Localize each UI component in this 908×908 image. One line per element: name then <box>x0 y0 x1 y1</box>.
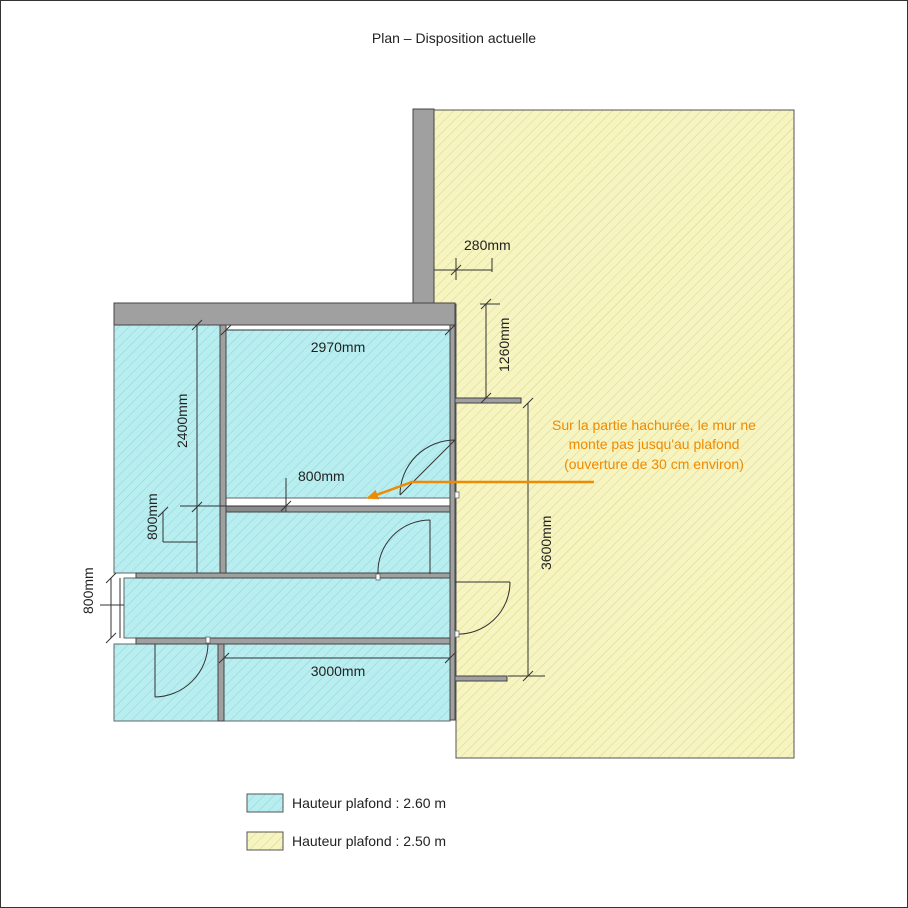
wall-stub-upper <box>454 397 522 404</box>
annotation-arrow <box>366 480 594 500</box>
walls <box>113 108 522 722</box>
dim-label-2970: 2970mm <box>311 339 365 355</box>
legend-swatch-260 <box>246 793 284 813</box>
annotation-line-3: (ouverture de 30 cm environ) <box>564 456 744 472</box>
wall-bottom-divider <box>217 643 225 722</box>
zone-ceiling-250 <box>433 109 795 759</box>
wall-vertical-upper <box>412 108 435 326</box>
dim-label-800-left: 800mm <box>144 493 160 540</box>
dim-label-3000: 3000mm <box>311 663 365 679</box>
wall-stub-lower <box>454 675 508 682</box>
legend-label-260: Hauteur plafond : 2.60 m <box>292 795 446 811</box>
dim-label-800-outer: 800mm <box>80 567 96 614</box>
dimension-lines <box>100 258 545 682</box>
wall-inner-vertical <box>219 324 227 576</box>
annotation-line-2: monte pas jusqu'au plafond <box>569 436 740 452</box>
dim-label-3600: 3600mm <box>538 516 554 570</box>
legend-swatch-250 <box>246 831 284 851</box>
room-bottom-right <box>223 643 451 722</box>
room-large <box>225 329 451 499</box>
door-corridor <box>454 581 511 635</box>
wall-corridor-top <box>135 572 451 579</box>
wall-top <box>113 302 456 326</box>
door-small-room <box>377 519 431 575</box>
door-markers <box>205 491 460 644</box>
dim-label-800-horizontal: 800mm <box>298 468 345 484</box>
legend: Hauteur plafond : 2.60 m Hauteur plafond… <box>246 793 446 851</box>
room-bottom-left <box>113 643 219 722</box>
legend-label-250: Hauteur plafond : 2.50 m <box>292 833 446 849</box>
partial-height-wall <box>225 505 287 513</box>
dim-label-2400: 2400mm <box>174 394 190 448</box>
door-bottom-left <box>154 643 209 698</box>
wall-right <box>449 324 456 721</box>
corridor <box>123 577 451 639</box>
wall-corridor-bottom <box>135 637 451 645</box>
plan-title: Plan – Disposition actuelle <box>372 30 536 46</box>
room-left-top <box>113 324 221 574</box>
dim-label-280: 280mm <box>464 237 511 253</box>
annotation-line-1: Sur la partie hachurée, le mur ne <box>552 417 756 433</box>
dim-label-1260: 1260mm <box>496 318 512 372</box>
